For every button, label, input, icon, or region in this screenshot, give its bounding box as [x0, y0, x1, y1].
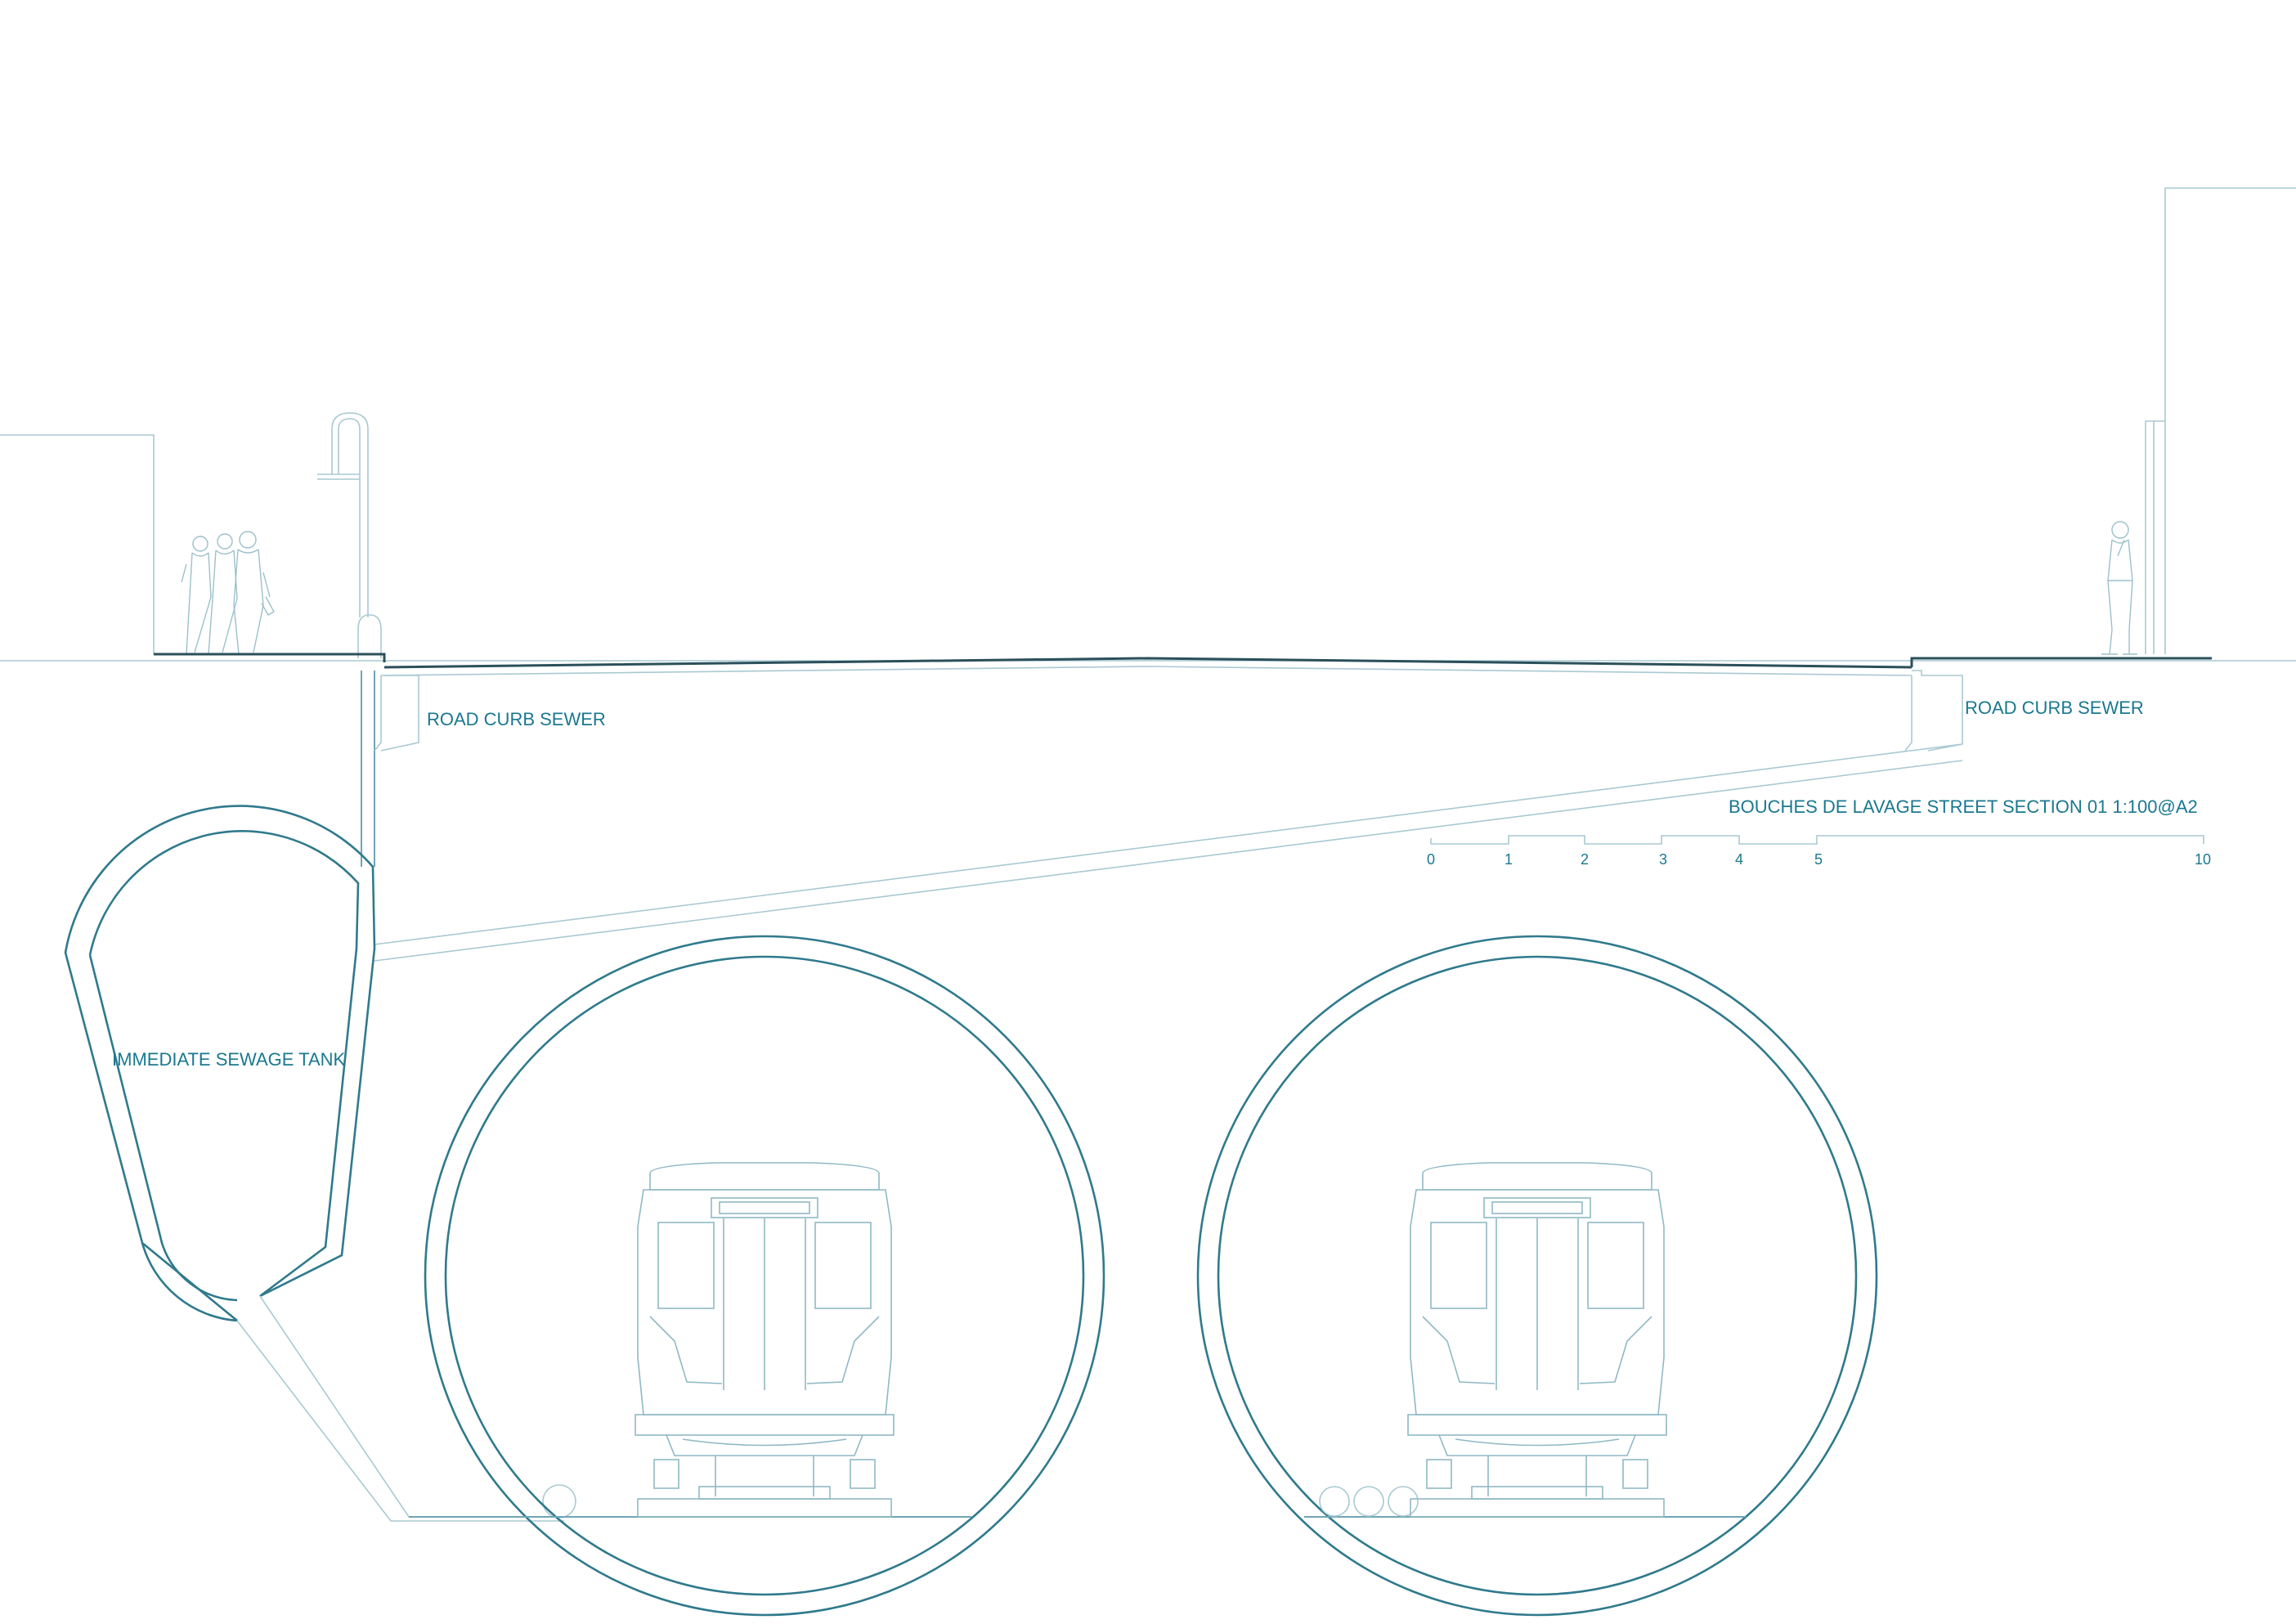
curb-sewer-left — [361, 671, 419, 867]
tunnel-left — [409, 935, 1105, 1617]
street-lamp — [317, 412, 382, 658]
train-right — [1407, 1162, 1667, 1518]
scale-tick-10: 10 — [2195, 851, 2211, 868]
label-road-curb-sewer-right: ROAD CURB SEWER — [1965, 698, 2144, 718]
label-immediate-sewage-tank: IMMEDIATE SEWAGE TANK — [112, 1049, 346, 1070]
label-road-curb-sewer-left: ROAD CURB SEWER — [427, 709, 606, 729]
scale-tick-0: 0 — [1427, 851, 1435, 868]
building-left — [0, 434, 155, 654]
scale-tick-3: 3 — [1659, 851, 1667, 868]
ground-surface — [0, 653, 2296, 676]
scale-tick-4: 4 — [1735, 851, 1743, 868]
scale-bar: 0 1 2 3 4 5 10 — [1427, 835, 2211, 868]
pedestrian-right — [2101, 521, 2137, 655]
pedestrians-left — [181, 531, 275, 655]
inclined-drain-pipe — [374, 743, 1963, 962]
curb-sewer-right — [1904, 670, 1963, 751]
tunnel-right — [1196, 935, 1878, 1617]
drawing-title: BOUCHES DE LAVAGE STREET SECTION 01 1:10… — [1729, 796, 2198, 817]
building-right — [2145, 187, 2296, 654]
train-left — [635, 1162, 895, 1518]
scale-tick-1: 1 — [1505, 851, 1513, 868]
sewage-tank — [64, 805, 576, 1522]
scale-tick-5: 5 — [1814, 851, 1823, 868]
scale-tick-2: 2 — [1581, 851, 1589, 868]
